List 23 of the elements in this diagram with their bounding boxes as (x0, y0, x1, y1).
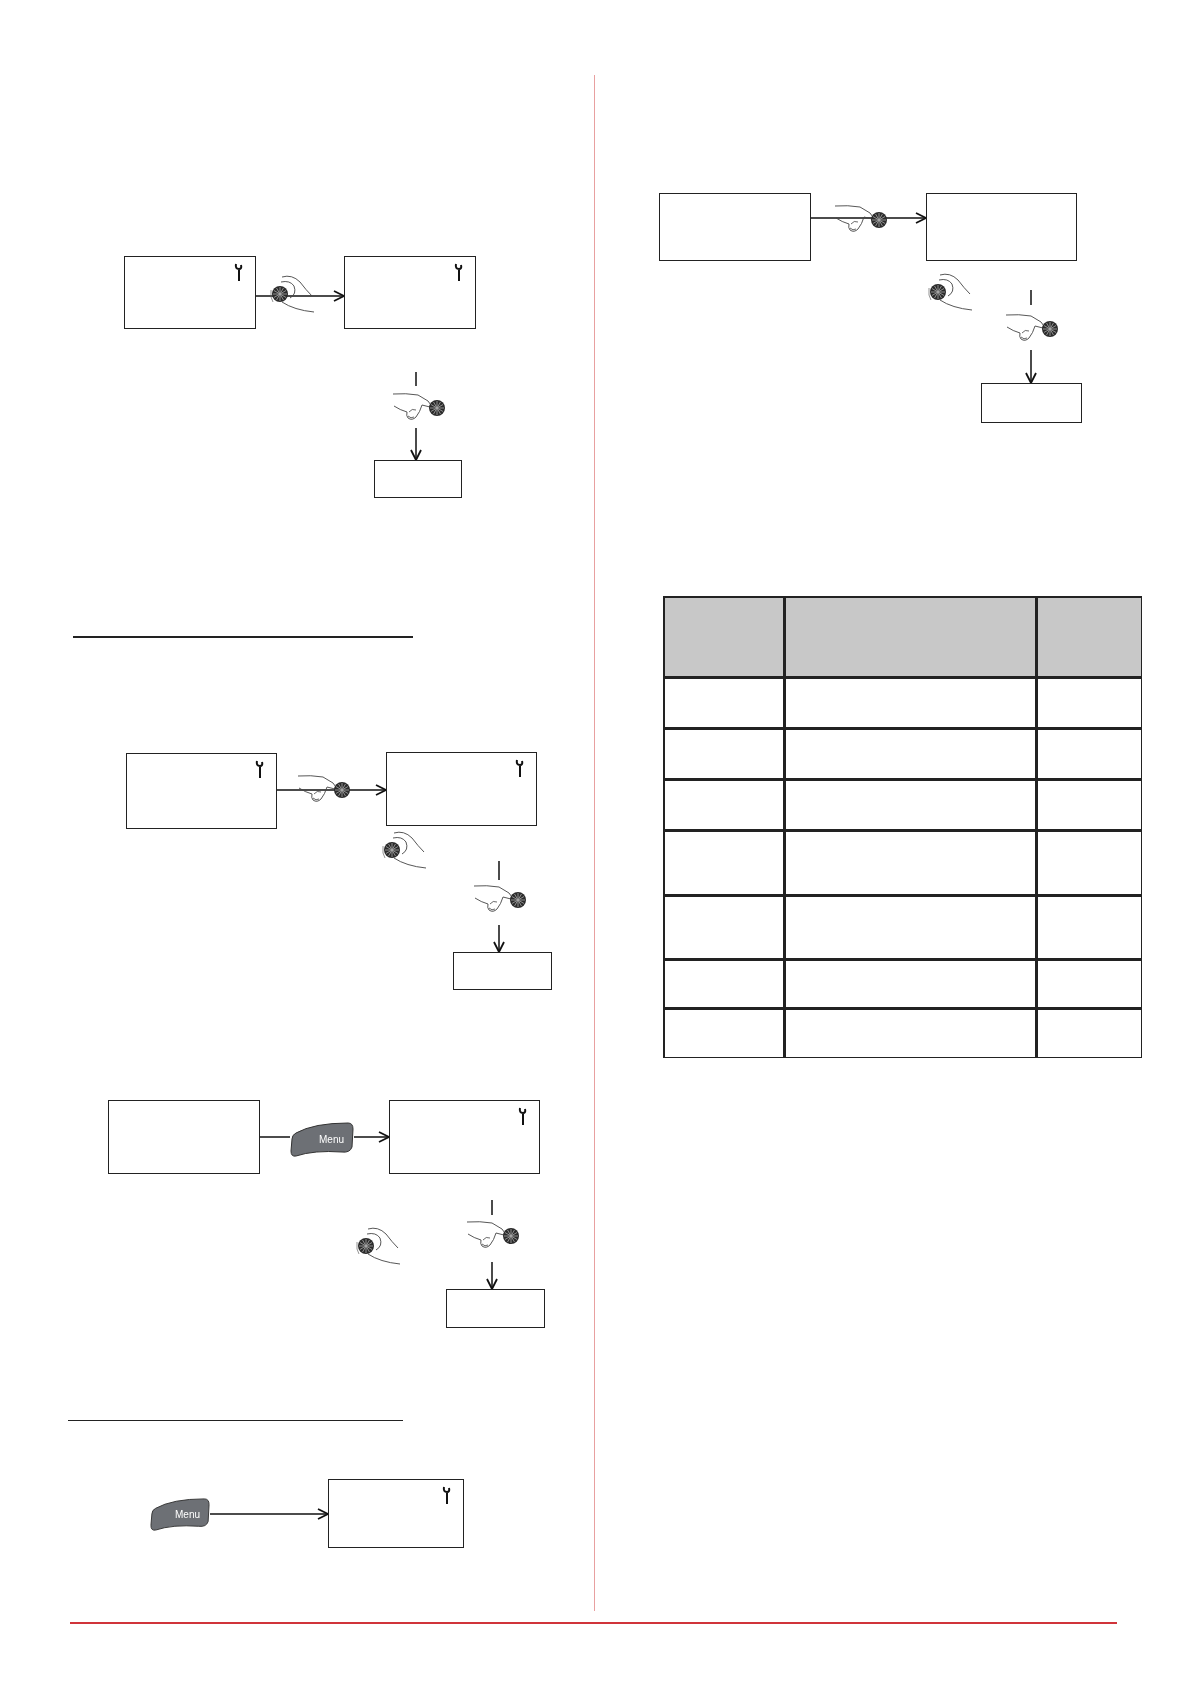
display-box (453, 952, 552, 990)
arrow (1025, 289, 1037, 384)
display-box (926, 193, 1077, 261)
display-box (328, 1479, 464, 1548)
display-box (126, 753, 277, 829)
menu-key: Menu (150, 1497, 210, 1531)
display-box (374, 460, 462, 498)
display-box (108, 1100, 260, 1174)
arrow (209, 1508, 329, 1520)
display-box (659, 193, 811, 261)
arrow (486, 1199, 498, 1290)
arrow (410, 371, 422, 461)
display-box (344, 256, 476, 329)
display-box (981, 383, 1082, 423)
arrow (810, 212, 927, 224)
display-box (389, 1100, 540, 1174)
arrow (353, 1131, 390, 1143)
display-box (386, 752, 537, 826)
arrow (493, 860, 505, 953)
arrow (255, 290, 345, 302)
display-box (124, 256, 256, 329)
display-box (446, 1289, 545, 1328)
menu-key: Menu (290, 1121, 354, 1157)
